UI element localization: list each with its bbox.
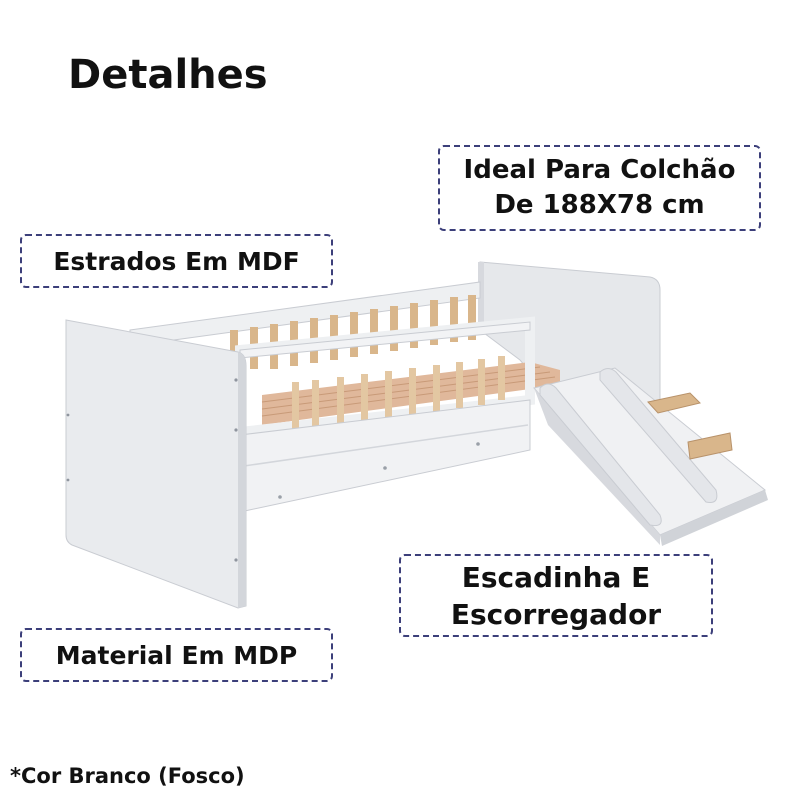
ladder-slide-line2: Escorregador xyxy=(450,597,662,631)
mattress-size-line2: De 188X78 cm xyxy=(494,190,705,220)
slats-material-label: Estrados Em MDF xyxy=(53,246,300,276)
left-headboard xyxy=(65,319,247,609)
mattress-size-callout: Ideal Para Colchão De 188X78 cm xyxy=(438,145,761,231)
color-footnote: *Cor Branco (Fosco) xyxy=(10,764,245,788)
ladder-slide-callout: Escadinha E Escorregador xyxy=(399,554,713,637)
ladder-slide-line1: Escadinha E xyxy=(461,560,651,594)
front-balusters xyxy=(292,356,505,432)
body-material-callout: Material Em MDP xyxy=(20,628,333,682)
body-material-label: Material Em MDP xyxy=(55,640,298,670)
slats-material-callout: Estrados Em MDF xyxy=(20,234,333,288)
mattress-size-line1: Ideal Para Colchão xyxy=(463,155,736,185)
page-title: Detalhes xyxy=(68,52,268,98)
slide-ladder xyxy=(533,367,768,546)
